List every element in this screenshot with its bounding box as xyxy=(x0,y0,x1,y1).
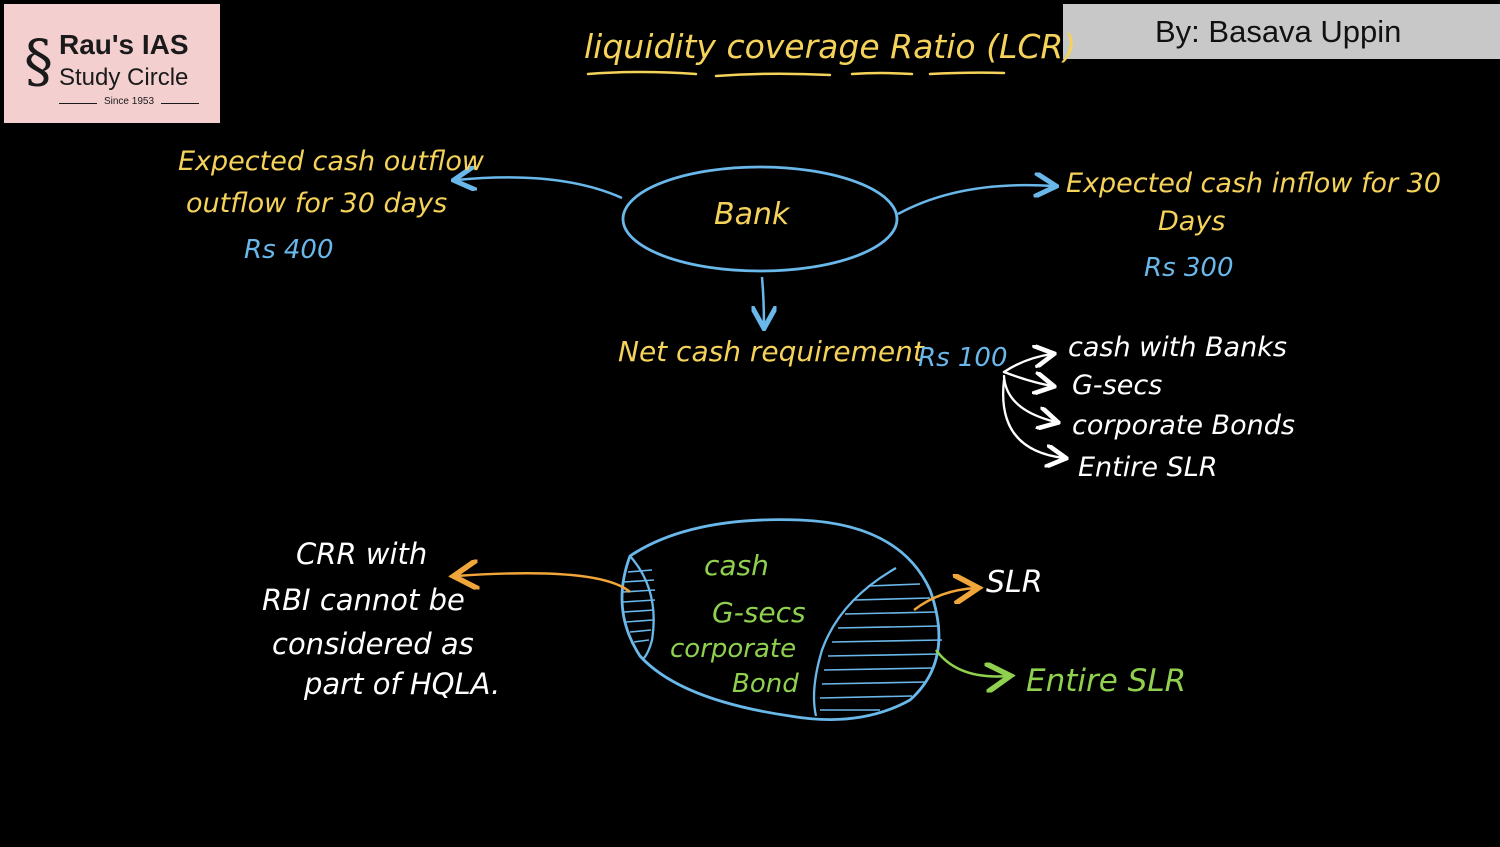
slr-section xyxy=(812,567,897,717)
inflow-line2: Days xyxy=(1158,206,1226,237)
hqla-arrows xyxy=(1002,354,1064,458)
outflow-line1: Expected cash outflow xyxy=(178,146,484,177)
logo-since: Since 1953 xyxy=(59,96,199,107)
oval-item-gsecs: G-secs xyxy=(712,596,806,629)
crr-hatching xyxy=(622,569,656,643)
net-arrow xyxy=(762,276,764,326)
crr-section xyxy=(629,555,655,661)
crr-note-line: considered as xyxy=(272,627,474,661)
hqla-item: Entire SLR xyxy=(1078,452,1218,483)
bank-label: Bank xyxy=(714,197,790,232)
logo-subtitle: Study Circle xyxy=(59,64,189,91)
slr-label: SLR xyxy=(986,565,1043,600)
crr-note-line: RBI cannot be xyxy=(262,583,465,617)
entire-slr-label: Entire SLR xyxy=(1026,663,1187,699)
net-requirement-label: Net cash requirement xyxy=(618,335,924,368)
slr-arrow xyxy=(913,588,976,611)
crr-arrow xyxy=(456,573,631,593)
net-requirement-amount: Rs 100 xyxy=(918,343,1008,373)
hqla-item: corporate Bonds xyxy=(1072,410,1295,441)
hqla-item: cash with Banks xyxy=(1068,332,1287,363)
inflow-line1: Expected cash inflow for 30 xyxy=(1066,168,1442,199)
oval-item-corporate: corporate xyxy=(670,634,797,664)
oval-item-bond: Bond xyxy=(732,669,799,699)
diagram-title: liquidity coverage Ratio (LCR) xyxy=(584,27,1077,66)
crr-note-line: part of HQLA. xyxy=(304,667,501,701)
inflow-arrow xyxy=(897,185,1054,216)
title-underlines xyxy=(586,70,1006,78)
logo-title: Rau's IAS xyxy=(59,29,189,60)
author-banner: By: Basava Uppin xyxy=(1063,4,1500,59)
outflow-arrow xyxy=(456,177,623,200)
slr-hatching xyxy=(819,583,943,711)
author-label: By: Basava Uppin xyxy=(1155,14,1402,49)
outflow-amount: Rs 400 xyxy=(244,235,334,265)
logo-symbol-icon: § xyxy=(24,27,53,95)
oval-item-cash: cash xyxy=(704,549,769,582)
crr-note-line: CRR with xyxy=(296,537,428,571)
bank-ellipse xyxy=(621,165,899,273)
hqla-item: G-secs xyxy=(1072,370,1163,401)
outflow-line2: outflow for 30 days xyxy=(186,188,448,219)
logo: § Rau's IAS Study Circle Since 1953 xyxy=(4,4,220,123)
entire-slr-arrow xyxy=(934,649,1008,676)
inflow-amount: Rs 300 xyxy=(1144,253,1234,283)
